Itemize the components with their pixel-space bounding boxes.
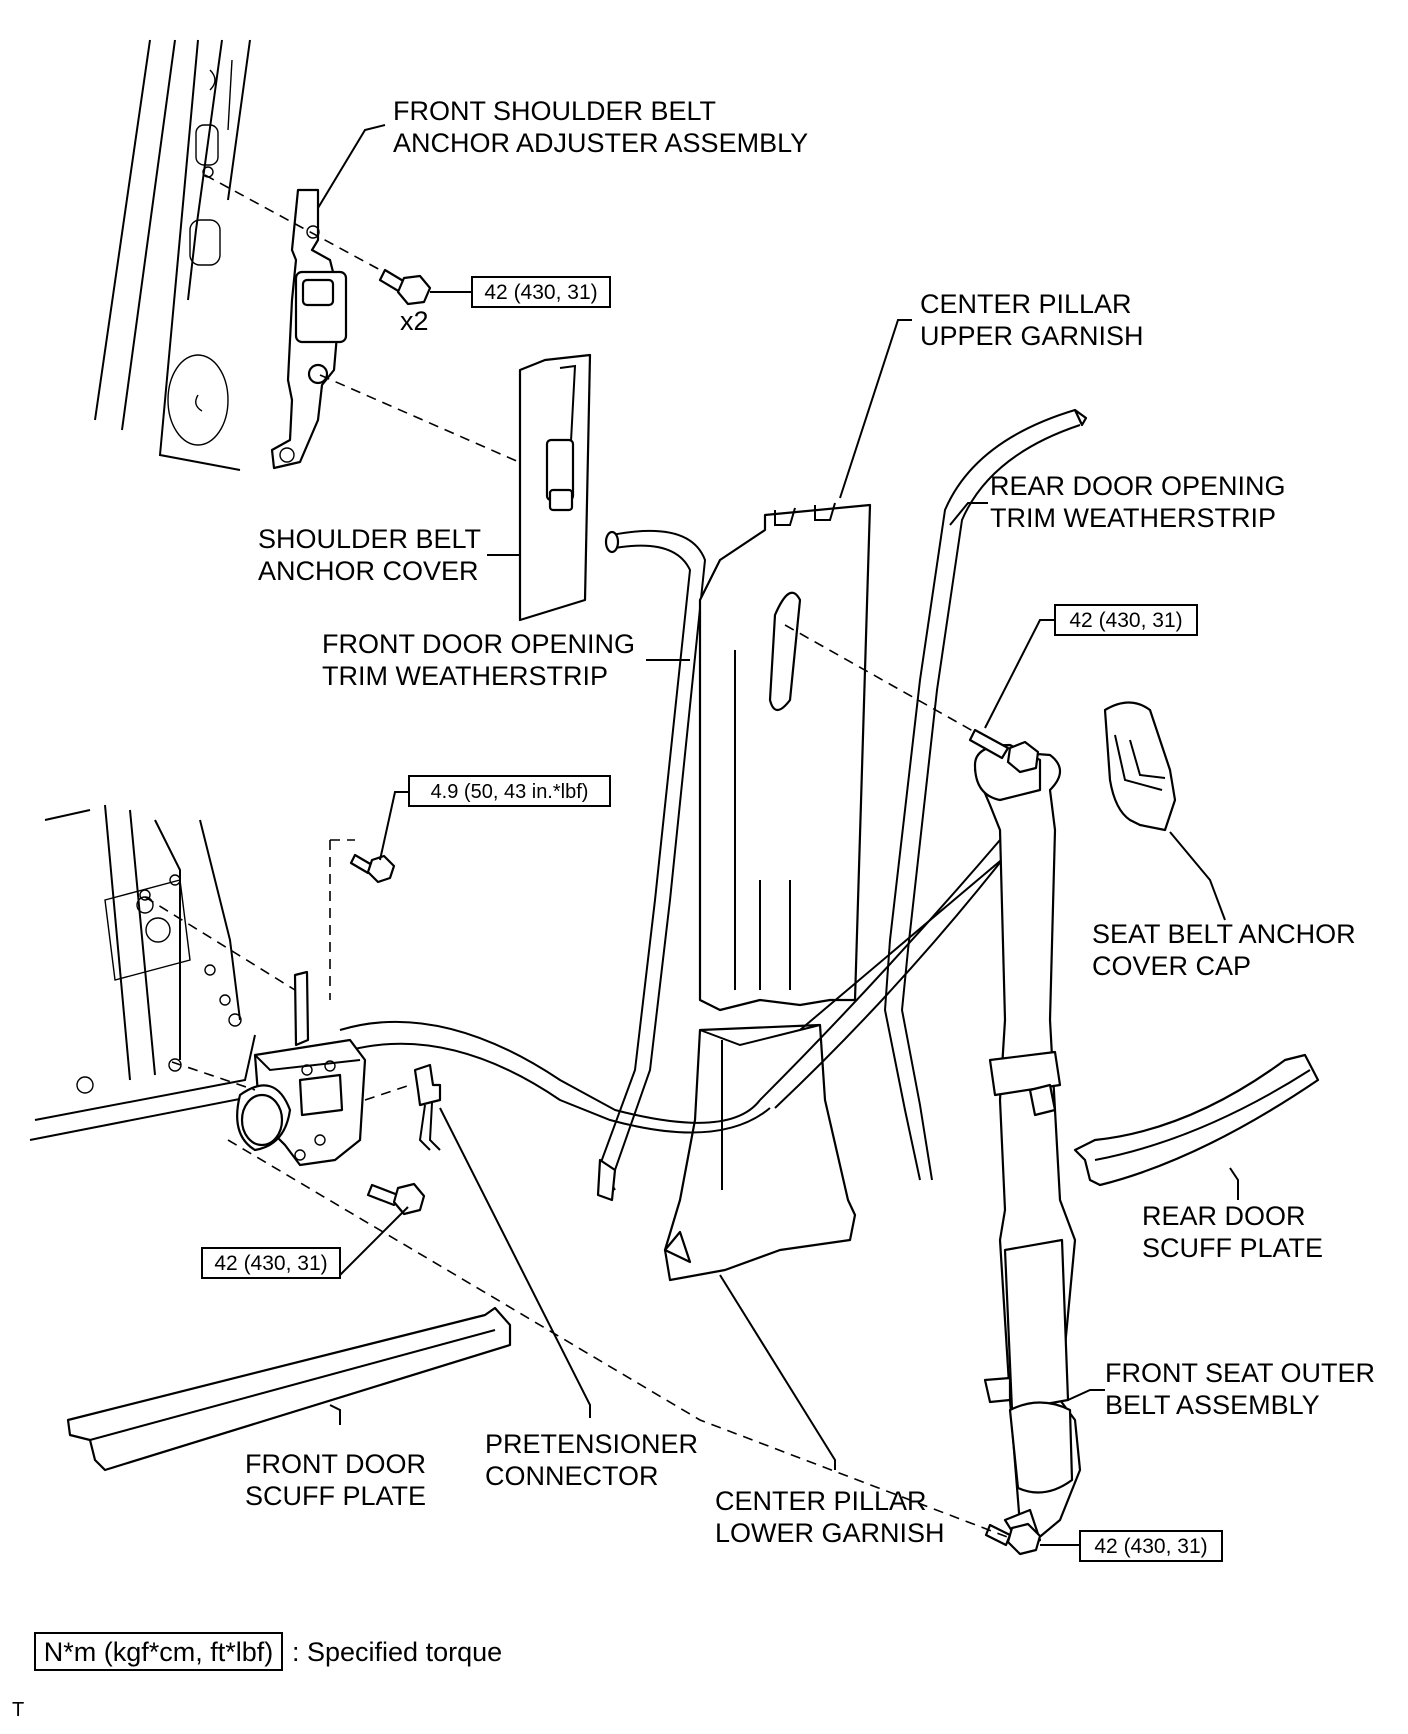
retractor-panel-dashline-2 [171, 1061, 256, 1091]
torque-legend: N*m (kgf*cm, ft*lbf) : Specified torque [34, 1632, 502, 1671]
svg-text:42 (430, 31): 42 (430, 31) [484, 281, 597, 304]
upper-body-pillar [94, 39, 251, 471]
lower-anchor-bolt [984, 1522, 1042, 1556]
legend-description: : Specified torque [292, 1637, 502, 1667]
center-pillar-lower-garnish [663, 1023, 857, 1282]
svg-text:FRONT SEAT OUTER: FRONT SEAT OUTER [1105, 1358, 1375, 1388]
footer-mark: T [12, 1699, 24, 1721]
adjuster-cover-dashline [319, 374, 561, 481]
svg-text:FRONT SHOULDER BELT: FRONT SHOULDER BELT [393, 96, 716, 126]
retractor-bolt-dashline [227, 1139, 1011, 1539]
label-shoulder-belt-anchor-cover: SHOULDER BELT ANCHOR COVER [258, 524, 481, 586]
svg-text:42 (430, 31): 42 (430, 31) [1094, 1535, 1207, 1558]
svg-text:4.9 (50, 43 in.*lbf): 4.9 (50, 43 in.*lbf) [431, 781, 589, 803]
label-front-door-scuff-plate: FRONT DOOR SCUFF PLATE [245, 1449, 426, 1511]
adjuster-bolt-dashline [204, 174, 396, 279]
belt-webbing [339, 839, 1026, 1134]
legend-unit: N*m (kgf*cm, ft*lbf) [44, 1637, 274, 1667]
rear-door-scuff-plate [1073, 1053, 1320, 1187]
adjuster-bolt [378, 268, 432, 306]
upper-garnish-anchor-dashline [784, 624, 981, 736]
pretensioner-connector [413, 1063, 442, 1151]
svg-text:42 (430, 31): 42 (430, 31) [214, 1252, 327, 1275]
label-front-shoulder-belt-anchor-adjuster: FRONT SHOULDER BELT ANCHOR ADJUSTER ASSE… [393, 96, 808, 158]
svg-text:CENTER PILLAR: CENTER PILLAR [920, 289, 1132, 319]
label-center-pillar-lower-garnish: CENTER PILLAR LOWER GARNISH [715, 1486, 945, 1548]
svg-text:ANCHOR COVER: ANCHOR COVER [258, 556, 479, 586]
torque-box-lower-anchor: 42 (430, 31) [1079, 1530, 1223, 1562]
upper-anchor-bolt [968, 728, 1042, 802]
svg-text:42 (430, 31): 42 (430, 31) [1069, 609, 1182, 632]
svg-text:TRIM WEATHERSTRIP: TRIM WEATHERSTRIP [322, 661, 608, 691]
svg-text:ANCHOR ADJUSTER ASSEMBLY: ANCHOR ADJUSTER ASSEMBLY [393, 128, 808, 158]
front-seat-outer-belt-assembly [973, 752, 1082, 1554]
label-rear-door-scuff-plate: REAR DOOR SCUFF PLATE [1142, 1201, 1323, 1263]
svg-text:TRIM WEATHERSTRIP: TRIM WEATHERSTRIP [990, 503, 1276, 533]
torque-box-retractor-top: 4.9 (50, 43 in.*lbf) [408, 775, 611, 807]
rear-door-opening-trim-weatherstrip [883, 408, 1088, 1181]
front-door-opening-trim-weatherstrip [596, 529, 707, 1202]
svg-text:REAR DOOR OPENING: REAR DOOR OPENING [990, 471, 1286, 501]
retractor [236, 970, 367, 1167]
center-pillar-upper-garnish [698, 502, 872, 1012]
svg-text:PRETENSIONER: PRETENSIONER [485, 1429, 698, 1459]
svg-text:FRONT DOOR: FRONT DOOR [245, 1449, 426, 1479]
svg-text:SCUFF PLATE: SCUFF PLATE [245, 1481, 426, 1511]
svg-text:FRONT DOOR OPENING: FRONT DOOR OPENING [322, 629, 635, 659]
lower-body-panel [29, 804, 261, 1141]
seat-belt-anchor-cover-cap [1103, 701, 1177, 832]
label-seat-belt-anchor-cover-cap: SEAT BELT ANCHOR COVER CAP [1092, 919, 1356, 981]
front-door-scuff-plate [66, 1306, 512, 1472]
label-pretensioner-connector: PRETENSIONER CONNECTOR [485, 1429, 698, 1491]
shoulder-belt-anchor-cover [518, 353, 592, 622]
leader-lines [317, 124, 1239, 1546]
svg-text:SCUFF PLATE: SCUFF PLATE [1142, 1233, 1323, 1263]
svg-text:REAR DOOR: REAR DOOR [1142, 1201, 1306, 1231]
svg-text:SEAT BELT ANCHOR: SEAT BELT ANCHOR [1092, 919, 1356, 949]
svg-text:UPPER GARNISH: UPPER GARNISH [920, 321, 1144, 351]
torque-box-upper-anchor: 42 (430, 31) [1054, 604, 1198, 636]
svg-text:CENTER PILLAR: CENTER PILLAR [715, 1486, 927, 1516]
svg-text:COVER CAP: COVER CAP [1092, 951, 1251, 981]
label-center-pillar-upper-garnish: CENTER PILLAR UPPER GARNISH [920, 289, 1144, 351]
retractor-top-bolt [349, 853, 396, 884]
front-shoulder-belt-anchor-adjuster [270, 188, 348, 470]
label-rear-door-opening-trim-weatherstrip: REAR DOOR OPENING TRIM WEATHERSTRIP [990, 471, 1286, 533]
label-front-door-opening-trim-weatherstrip: FRONT DOOR OPENING TRIM WEATHERSTRIP [322, 629, 635, 691]
svg-text:BELT ASSEMBLY: BELT ASSEMBLY [1105, 1390, 1320, 1420]
torque-box-adjuster: 42 (430, 31) [471, 276, 611, 308]
svg-text:LOWER GARNISH: LOWER GARNISH [715, 1518, 945, 1548]
svg-text:CONNECTOR: CONNECTOR [485, 1461, 659, 1491]
adjuster-bolt-qty: x2 [400, 306, 429, 336]
retractor-bolt [366, 1182, 426, 1216]
svg-text:SHOULDER BELT: SHOULDER BELT [258, 524, 481, 554]
label-front-seat-outer-belt-assembly: FRONT SEAT OUTER BELT ASSEMBLY [1105, 1358, 1375, 1420]
retractor-panel-dashline [144, 896, 296, 991]
torque-box-retractor: 42 (430, 31) [201, 1247, 341, 1279]
